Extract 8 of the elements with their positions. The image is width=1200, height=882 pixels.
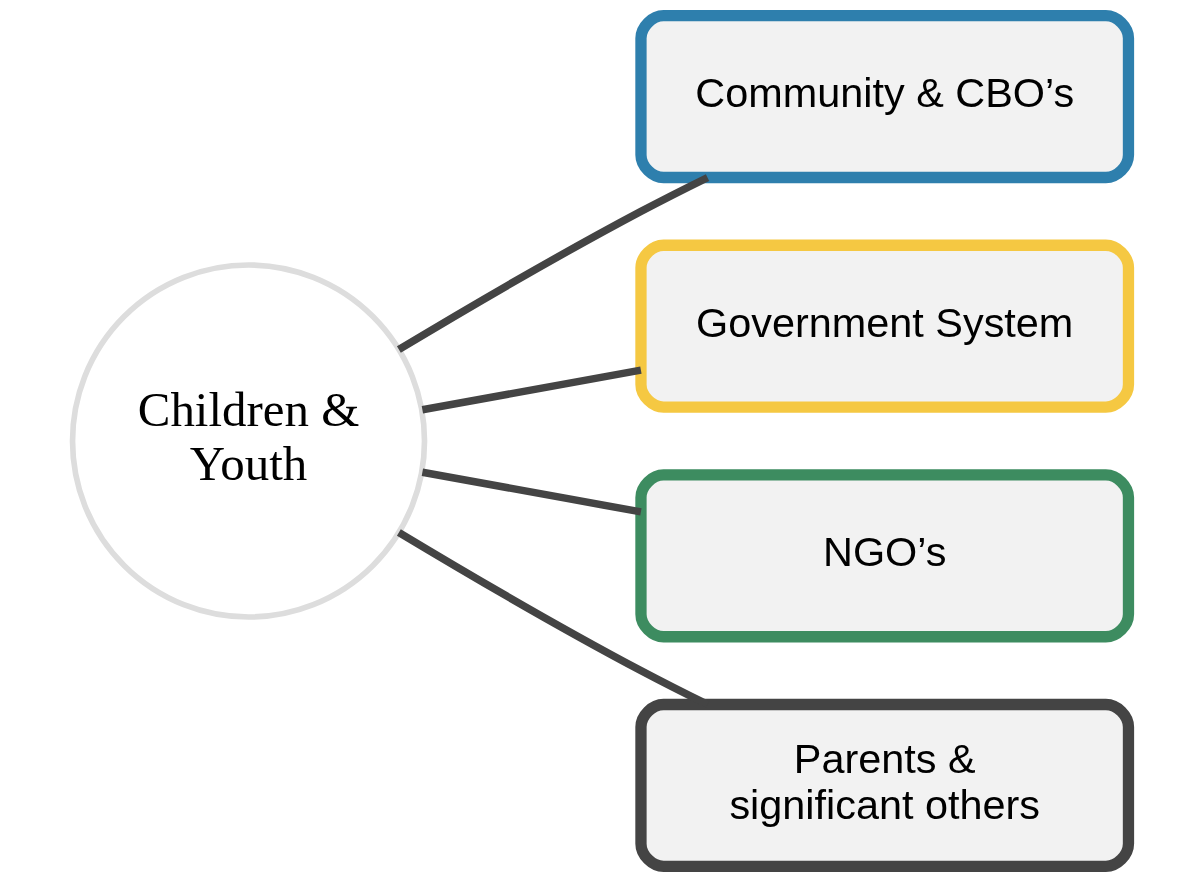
node-box: Parents & significant others (634, 698, 1134, 873)
node-circle: Children & Youth (69, 262, 427, 620)
connector (421, 468, 642, 516)
node-box: Government System (634, 239, 1134, 413)
node-box: Community & CBO’s (634, 9, 1134, 184)
connector (421, 366, 642, 414)
node-box: NGO’s (634, 469, 1134, 643)
connector (396, 174, 709, 353)
